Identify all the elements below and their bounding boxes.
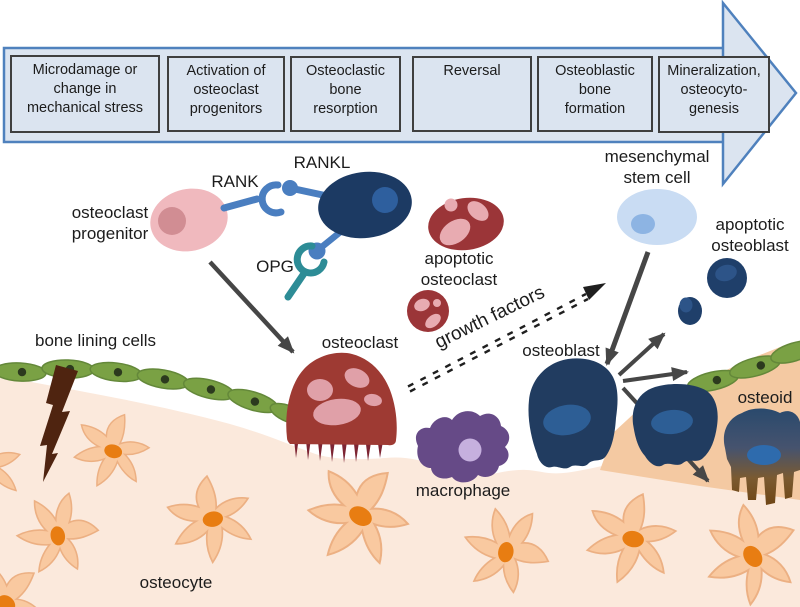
label-rank: RANK bbox=[211, 172, 259, 191]
arrow-msc-to-osteoblast bbox=[604, 251, 651, 366]
stage-box-formation: Osteoblastic bone formation bbox=[537, 56, 653, 132]
stage-box-microdamage: Microdamage or change in mechanical stre… bbox=[10, 55, 160, 133]
label-osteoclast-progenitor: osteoclast progenitor bbox=[71, 203, 149, 244]
apoptotic-osteoclast-cells bbox=[407, 197, 504, 332]
label-mesenchymal-stem-cell: mesenchymal stem cell bbox=[604, 147, 710, 188]
label-rankl: RANKL bbox=[293, 153, 351, 172]
macrophage-cell bbox=[415, 411, 510, 483]
mesenchymal-stem-cell bbox=[617, 189, 697, 245]
arrow-osteoblast-to-lining-cells bbox=[622, 367, 689, 383]
osteoclast-progenitor-cell bbox=[150, 188, 228, 252]
label-osteocyte: osteocyte bbox=[139, 573, 213, 592]
mineralizing-osteocyte-cell bbox=[723, 408, 800, 505]
rankl-ligand bbox=[282, 180, 298, 196]
label-osteoblast: osteoblast bbox=[522, 341, 600, 360]
osteoclast-precursor-cell bbox=[282, 171, 412, 260]
label-bone-lining-cells: bone lining cells bbox=[35, 331, 156, 350]
label-osteoid: osteoid bbox=[737, 388, 793, 407]
rank-receptor bbox=[220, 181, 285, 217]
label-apoptotic-osteoblast: apoptotic osteoblast bbox=[711, 215, 789, 256]
opg-receptor bbox=[284, 242, 328, 301]
arrow-osteoblast-to-apoptosis bbox=[617, 332, 666, 377]
growth-factors-arrow bbox=[407, 283, 606, 393]
label-opg: OPG bbox=[256, 257, 294, 276]
stage-box-reversal: Reversal bbox=[412, 56, 532, 132]
label-macrophage: macrophage bbox=[415, 481, 511, 500]
microdamage-lightning-icon bbox=[40, 365, 78, 482]
bone-lining-cells-right bbox=[686, 340, 800, 393]
arrow-progenitor-to-osteoclast bbox=[208, 260, 295, 354]
osteoclast-cell bbox=[286, 352, 397, 463]
osteoblast-cells bbox=[528, 358, 718, 469]
stage-box-activation: Activation of osteoclast progenitors bbox=[167, 56, 285, 132]
label-osteoclast: osteoclast bbox=[321, 333, 399, 352]
stage-box-resorption: Osteoclastic bone resorption bbox=[290, 56, 401, 132]
label-apoptotic-osteoclast: apoptotic osteoclast bbox=[420, 249, 498, 290]
apoptotic-osteoblast-cells bbox=[678, 258, 747, 325]
stage-box-mineralization: Mineralization, osteocyto- genesis bbox=[658, 56, 770, 133]
